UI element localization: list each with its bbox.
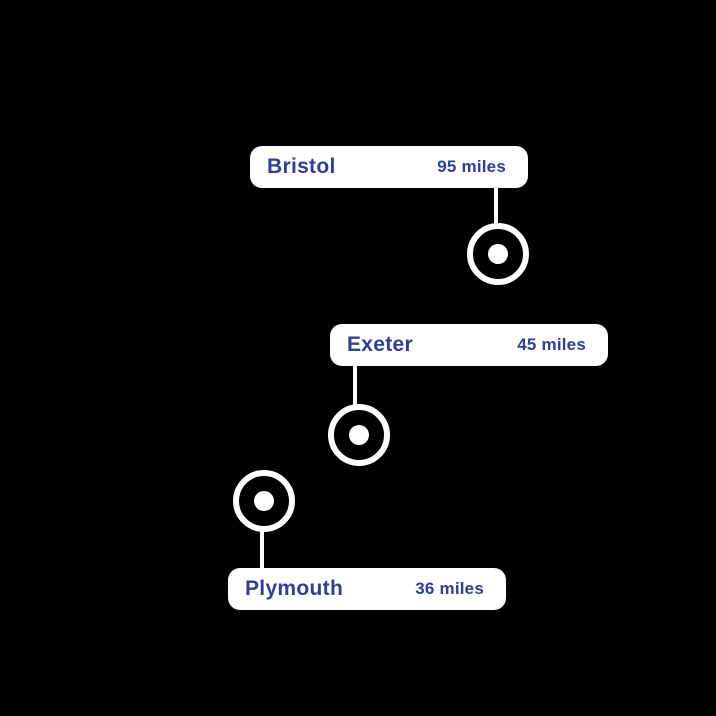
distance-label: 95 miles — [437, 157, 506, 176]
connector-line — [353, 365, 357, 406]
connector-line — [260, 531, 264, 569]
city-name-label: Bristol — [267, 155, 336, 178]
marker-dot — [254, 491, 274, 511]
marker-circle-exeter[interactable] — [328, 404, 390, 466]
marker-dot — [349, 425, 369, 445]
marker-circle-bristol[interactable] — [467, 223, 529, 285]
pin-label-plymouth[interactable]: Plymouth 36 miles — [228, 568, 506, 610]
city-name-label: Plymouth — [245, 577, 344, 600]
pin-label-bristol[interactable]: Bristol 95 miles — [250, 146, 528, 188]
marker-dot — [488, 244, 508, 264]
marker-circle-plymouth[interactable] — [233, 470, 295, 532]
distance-label: 36 miles — [415, 579, 484, 598]
city-name-label: Exeter — [347, 333, 414, 356]
pin-label-exeter[interactable]: Exeter 45 miles — [330, 324, 608, 366]
distance-label: 45 miles — [517, 335, 586, 354]
connector-line — [494, 187, 498, 225]
